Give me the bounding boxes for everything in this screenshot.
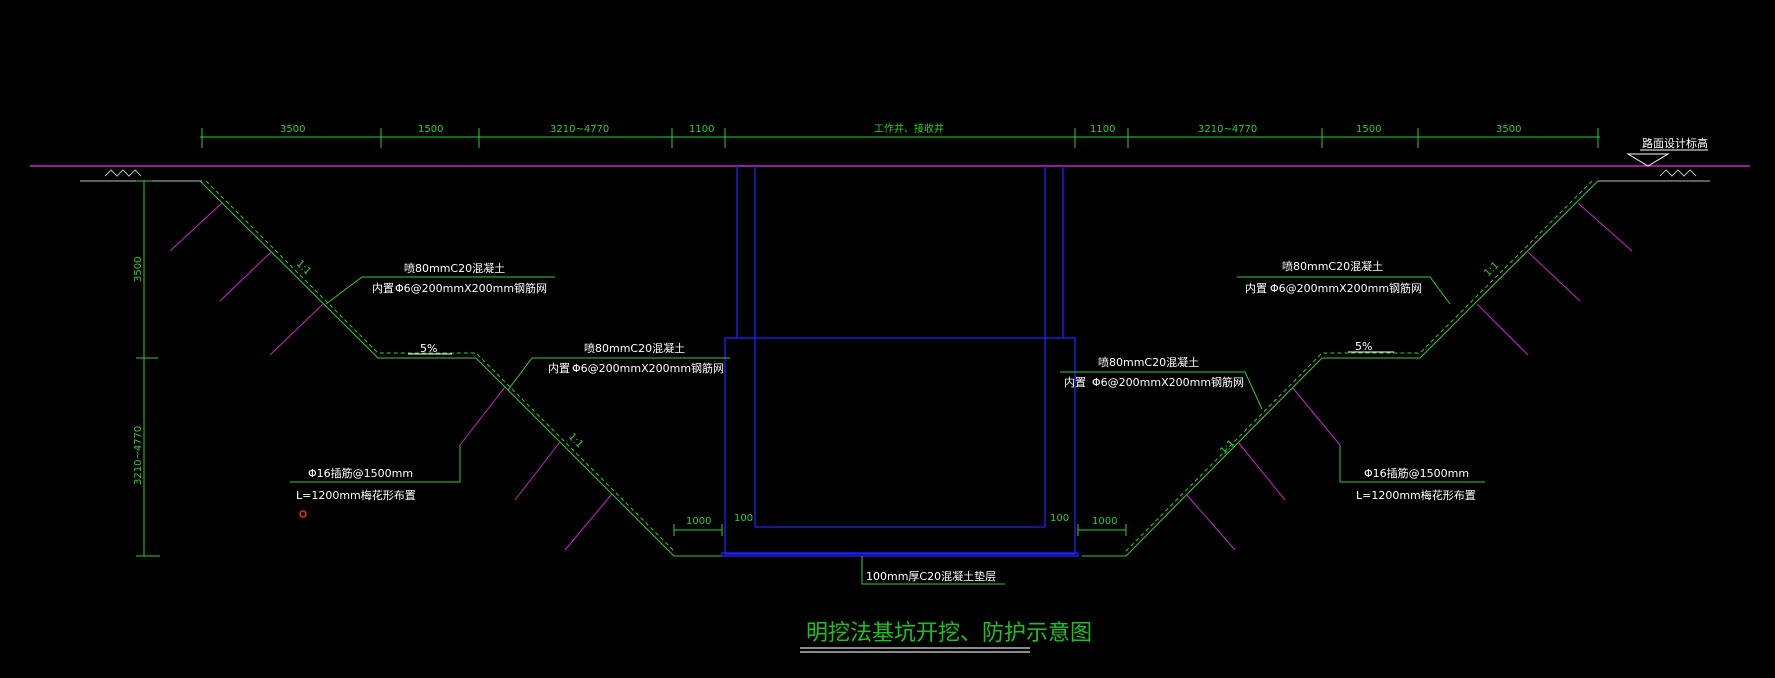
top-dim-8: 1500 [1356,124,1381,135]
ground-hatch-right [1598,169,1710,182]
top-dimension-line [200,128,1600,148]
note-leaders [290,276,1485,585]
bottom-dim-left-clearance: 1000 [686,516,711,527]
anchor-note-left-line2: L=1200mm梅花形布置 [296,488,416,502]
soil-nails-left [169,202,613,551]
top-dim-7: 3210~4770 [1198,124,1257,135]
top-dim-2: 1500 [418,124,443,135]
working-shaft [721,166,1079,557]
bottom-dim-right-wall: 100 [1050,513,1069,524]
slope-protection-right [1082,180,1599,557]
shotcrete-note-ul-prefix: 内置 [372,281,394,295]
shotcrete-note-lr-line2: Φ6@200mmX200mm钢筋网 [1092,375,1244,389]
slope-ratio-right-upper: 1:1 [1482,260,1501,279]
ground-hatch-left [80,169,202,182]
berm-slope-right: 5% [1355,340,1372,353]
shotcrete-note-ll-line1: 喷80mmC20混凝土 [584,341,685,355]
anchor-note-right-line2: L=1200mm梅花形布置 [1356,488,1476,502]
berm-slope-left: 5% [420,342,437,355]
bottom-dim-left-wall: 100 [734,513,753,524]
depth-dimension-line [136,180,160,557]
road-level-marker [1626,149,1708,167]
slope-ratio-left-upper: 1:1 [294,258,313,277]
shotcrete-note-ur-prefix: 内置 [1245,281,1267,295]
cushion-note: 100mm厚C20混凝土垫层 [866,569,996,583]
top-dim-5: 工作井、接收井 [874,122,944,135]
shotcrete-note-ur-line2: Φ6@200mmX200mm钢筋网 [1270,281,1422,295]
anchor-note-right-line1: Φ16插筋@1500mm [1364,466,1469,480]
depth-dim-lower: 3210~4770 [133,426,144,485]
shotcrete-note-ll-line2: Φ6@200mmX200mm钢筋网 [572,361,724,375]
red-point-marker [299,510,307,518]
bottom-dim-right-clearance: 1000 [1092,516,1117,527]
shotcrete-note-lr-prefix: 内置 [1064,375,1086,389]
depth-dim-upper: 3500 [133,257,144,282]
slope-ratio-left-lower: 1:1 [566,431,585,450]
top-dim-1: 3500 [280,124,305,135]
shotcrete-note-ul-line1: 喷80mmC20混凝土 [404,261,505,275]
shotcrete-note-lr-line1: 喷80mmC20混凝土 [1098,355,1199,369]
diagram-title: 明挖法基坑开挖、防护示意图 [806,621,1092,646]
top-dim-3: 3210~4770 [550,124,609,135]
shotcrete-note-ul-line2: Φ6@200mmX200mm钢筋网 [395,281,547,295]
top-dim-4: 1100 [689,124,714,135]
road-level-label: 路面设计标高 [1642,136,1708,150]
anchor-note-left-line1: Φ16插筋@1500mm [308,466,413,480]
shotcrete-note-ll-prefix: 内置 [548,361,570,375]
top-dim-9: 3500 [1496,124,1521,135]
slope-protection-left [199,180,722,557]
bottom-dimension-lines [673,524,1127,536]
shotcrete-note-ur-line1: 喷80mmC20混凝土 [1282,259,1383,273]
top-dim-6: 1100 [1090,124,1115,135]
soil-nails-right [1185,202,1633,551]
